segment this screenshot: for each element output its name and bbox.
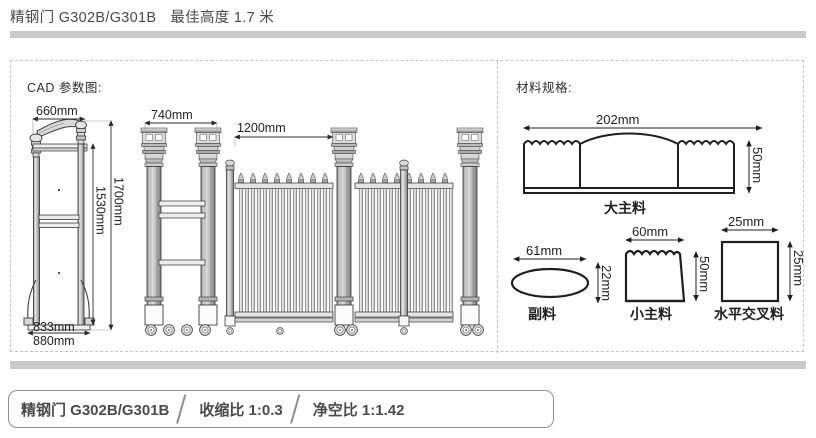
dimension-1200mm: 1200mm [234, 121, 334, 147]
cad-drawing: 660mm 1530mm 1700mm 833mm 880mm [23, 104, 484, 347]
dimension-833mm-text: 833mm [33, 320, 75, 334]
dimension-22mm-text: 22mm [599, 265, 614, 301]
gate-front-view [140, 127, 484, 336]
banner-separator-1 [173, 391, 189, 427]
picket-bay-2 [354, 159, 454, 335]
dimension-61mm-text: 61mm [526, 243, 562, 258]
dimension-660mm-text: 660mm [36, 104, 78, 118]
dimension-740mm: 740mm [144, 108, 218, 130]
dimension-202mm-text: 202mm [596, 112, 639, 127]
banner-segment-model: 精钢门 G302B/G301B [21, 401, 170, 419]
dimension-1700mm: 1700mm [85, 120, 126, 331]
dimension-740mm-text: 740mm [151, 108, 193, 122]
banner-separator-2 [287, 391, 303, 427]
dimension-1200mm-text: 1200mm [237, 121, 286, 135]
dimension-25mm-h-text: 25mm [791, 250, 806, 286]
material-drawing: 202mm 50mm 大主料 61mm 22mm [510, 112, 806, 322]
gate-column-4 [456, 127, 484, 336]
dimension-880mm-text: 880mm [33, 334, 75, 347]
dimension-880mm: 880mm [33, 334, 75, 347]
dimension-1530mm: 1530mm [90, 143, 108, 326]
dimension-50mm-small-text: 50mm [697, 256, 712, 292]
material-label-small-main: 小主料 [630, 306, 672, 322]
header-rule-bar [10, 31, 806, 38]
banner-segment-clearance-ratio: 净空比 1:1.42 [312, 401, 405, 419]
material-secondary-profile: 61mm 22mm 副料 [510, 243, 614, 322]
spec-panel: CAD 参数图: 材料规格: [10, 60, 806, 353]
gate-leading-post [224, 159, 236, 335]
page-title-product: 精钢门 G302B/G301B [10, 10, 157, 26]
dimension-833mm: 833mm [27, 320, 91, 336]
material-horizontal-cross-profile: 25mm 25mm 水平交叉料 [714, 214, 806, 322]
material-label-cross: 水平交叉料 [714, 306, 784, 322]
gate-column-1 [140, 127, 168, 326]
dimension-1700mm-text: 1700mm [112, 177, 126, 226]
dimension-60mm-text: 60mm [632, 224, 668, 239]
summary-banner: 精钢门 G302B/G301B 收缩比 1:0.3 净空比 1:1.42 [8, 390, 554, 428]
material-section-label: 材料规格: [516, 81, 572, 95]
gate-column-3 [330, 127, 358, 336]
banner-segment-contraction-ratio: 收缩比 1:0.3 [199, 401, 283, 419]
dimension-660mm: 660mm [32, 104, 86, 135]
picket-bay-1 [234, 172, 334, 335]
gate-side-view [23, 118, 95, 331]
page-title: 精钢门 G302B/G301B 最佳高度 1.7 米 [10, 6, 274, 27]
panel-vertical-divider [497, 61, 498, 353]
dimension-1530mm-text: 1530mm [94, 186, 108, 235]
material-large-main-profile: 202mm 50mm 大主料 [523, 112, 765, 216]
footer-rule-bar [10, 361, 806, 369]
page-title-height: 最佳高度 1.7 米 [170, 10, 275, 26]
material-label-large-main: 大主料 [604, 200, 646, 216]
cad-section-label: CAD 参数图: [27, 81, 102, 95]
gate-column-2 [194, 127, 222, 326]
material-label-secondary: 副料 [528, 306, 556, 322]
material-small-main-profile: 60mm 50mm 小主料 [624, 224, 712, 322]
dimension-25mm-w-text: 25mm [728, 214, 764, 229]
dimension-50mm-large-text: 50mm [750, 147, 765, 183]
